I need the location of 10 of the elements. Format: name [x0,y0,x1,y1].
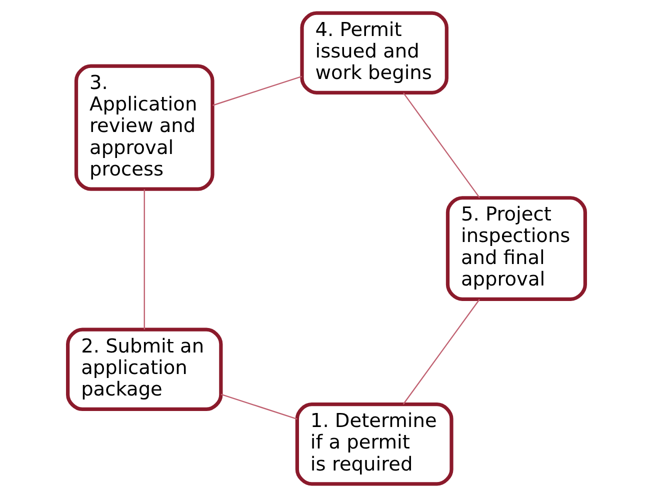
connector [220,394,297,420]
connector [402,299,480,405]
node-box: 5. Project inspections and final approval [445,196,586,301]
node-box: 1. Determine if a permit is required [294,402,453,486]
node-box: 4. Permit issued and work begins [300,11,448,94]
connector [212,76,302,106]
connector [402,92,480,198]
node-box: 3. Application review and approval process [74,64,214,191]
node-box: 2. Submit an application package [66,328,222,411]
connector [143,189,144,330]
